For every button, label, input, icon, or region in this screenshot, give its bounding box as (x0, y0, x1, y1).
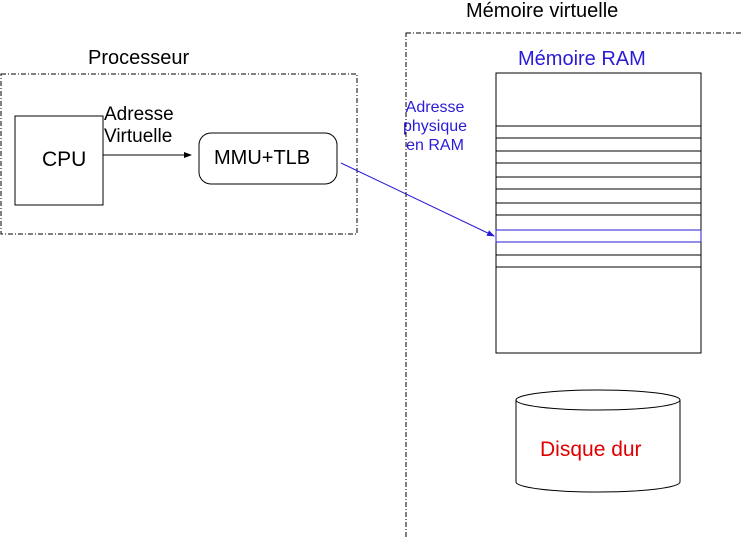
ram-page (495, 202, 702, 216)
virtual-address-line: Virtuelle (104, 126, 173, 147)
virtual-memory-frame (405, 32, 743, 537)
ram-title: Mémoire RAM (518, 48, 646, 70)
disk-cylinder (515, 389, 681, 493)
ram-page (495, 125, 702, 139)
processor-title: Processeur (88, 47, 190, 69)
mmu-tlb-box (198, 132, 338, 185)
cpu-label: CPU (42, 148, 87, 171)
virtual-address-label: Adresse Virtuelle (104, 104, 174, 148)
cpu-box (14, 115, 104, 206)
ram-page-highlighted (495, 229, 702, 243)
processor-frame (0, 73, 358, 235)
physical-address-arrow (340, 162, 495, 237)
virtual-address-line: Adresse (104, 104, 174, 125)
virtual-memory-title: Mémoire virtuelle (466, 0, 619, 22)
ram-page (495, 150, 702, 164)
ram-page (495, 254, 702, 268)
physical-address-line: physique (403, 118, 468, 135)
physical-address-line: en RAM (406, 137, 464, 154)
mmu-tlb-label: MMU+TLB (214, 147, 311, 169)
ram-page (495, 176, 702, 190)
physical-address-label: Adresse physique en RAM (403, 98, 467, 155)
disk-label: Disque dur (540, 438, 642, 461)
ram-block (495, 72, 702, 354)
physical-address-line: Adresse (405, 99, 465, 116)
